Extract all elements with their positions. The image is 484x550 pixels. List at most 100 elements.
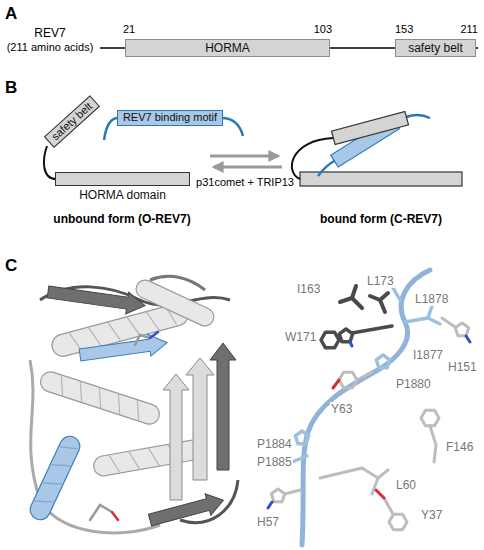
- residue-ring: [339, 372, 357, 388]
- residue-label: I163: [296, 282, 321, 296]
- residue-stick: [384, 498, 393, 514]
- panel-letter: B: [5, 78, 17, 98]
- residue-stick: [320, 468, 362, 478]
- residue-ring: [376, 355, 389, 368]
- oxygen-atom: [376, 490, 384, 498]
- residue-label: H151: [447, 360, 478, 374]
- residue-stick: [370, 296, 380, 300]
- chain-line: [292, 138, 333, 179]
- equilibrium-arrow: [210, 155, 278, 158]
- residue-stick: [292, 456, 307, 462]
- helix-ribbon: [133, 277, 217, 329]
- beta-strand: [163, 374, 189, 500]
- oxygen-atom: [112, 512, 118, 520]
- residue-label: F146: [445, 440, 474, 454]
- state-label: unbound form (O-REV7): [53, 212, 190, 226]
- residue-stick: [357, 372, 372, 380]
- helix-ribbon: [92, 439, 204, 478]
- oxygen-atom: [333, 380, 339, 388]
- residue-stick: [285, 490, 300, 494]
- peptide-helix: [27, 433, 83, 523]
- helix-ribbon: [38, 369, 162, 426]
- peptide-line: [222, 118, 243, 136]
- residue-label: H57: [256, 515, 280, 529]
- residue-label: L173: [366, 274, 395, 288]
- residue-ring: [389, 514, 407, 530]
- helix-ribbon: [27, 433, 83, 523]
- residue-stick: [380, 293, 388, 312]
- domain-box: safety belt: [395, 39, 476, 57]
- protein-name: REV7: [34, 26, 65, 40]
- domain-box: HORMA: [125, 39, 330, 57]
- residue-ring: [339, 329, 352, 342]
- residue-label: Y37: [420, 508, 443, 522]
- peptide-line: [104, 118, 118, 140]
- residue-stick: [352, 286, 356, 298]
- state-label: bound form (C-REV7): [320, 212, 442, 226]
- peptide-strand: [78, 332, 168, 366]
- beta-strand-dark: [210, 343, 236, 470]
- node-text: safety belt: [408, 41, 463, 55]
- residue-label: L60: [395, 478, 417, 492]
- beta-strand-dark: [147, 490, 226, 531]
- residue-number: 21: [123, 23, 135, 36]
- residue-label: W171: [284, 330, 317, 344]
- residue-ring: [271, 489, 284, 502]
- residue-label: P1884: [256, 437, 293, 451]
- residue-ring: [455, 323, 468, 336]
- residue-number: 211: [460, 23, 478, 36]
- helix-turns: [109, 443, 179, 475]
- equilibrium-arrow: [214, 166, 282, 169]
- domain-bar: [55, 172, 190, 186]
- peptide-line: [318, 160, 336, 176]
- protein-cartoon: [27, 276, 238, 533]
- nitrogen-atom: [350, 342, 352, 346]
- node-text: REV7 binding motif: [123, 111, 217, 124]
- strand-arrow: [147, 490, 226, 531]
- residue-stick: [352, 326, 392, 333]
- helix-turns: [33, 441, 79, 509]
- strand-arrow: [78, 332, 168, 366]
- residue-label: P1880: [395, 377, 432, 391]
- strand-arrow: [46, 281, 146, 316]
- protein-length: (211 amino acids): [7, 41, 94, 54]
- residue-number: 153: [395, 23, 413, 36]
- horma-domain-bar: HORMA domain: [55, 172, 190, 202]
- nitrogen-atom: [268, 502, 272, 508]
- binding-motif-box: REV7 binding motif: [117, 110, 223, 125]
- residue-stick: [430, 426, 436, 462]
- safety-belt-box: [331, 111, 408, 144]
- safety-belt-box: safety belt: [44, 96, 100, 149]
- nitrogen-atom: [466, 336, 470, 342]
- peptide-backbone: [302, 270, 430, 545]
- residue-ring: [321, 332, 339, 348]
- residue-stick: [428, 306, 432, 318]
- helix: [133, 277, 217, 329]
- residue-label: P1885: [256, 455, 293, 469]
- residue-stick: [378, 470, 388, 478]
- node-text: HORMA domain: [55, 188, 190, 202]
- panel-letter: A: [5, 4, 17, 24]
- helix-turns: [55, 375, 145, 421]
- residue-number: 103: [314, 23, 332, 36]
- horma-domain-bar: [300, 172, 462, 186]
- residue-label: Y63: [330, 402, 353, 416]
- node-text: safety belt: [49, 100, 95, 143]
- residue-label: I1877: [412, 348, 444, 362]
- binding-interface: [268, 270, 470, 545]
- beta-strand: [186, 358, 214, 480]
- safety-belt-rect: [331, 111, 408, 144]
- helix: [38, 369, 162, 426]
- residue-stick: [442, 318, 455, 327]
- residue-stick: [405, 318, 440, 324]
- side-chain: [90, 335, 150, 520]
- helix: [92, 439, 204, 478]
- residue-ring: [295, 431, 308, 444]
- node-text: HORMA: [205, 41, 250, 55]
- regulator-label: p31comet + TRIP13: [196, 176, 294, 189]
- residue-ring: [421, 410, 439, 426]
- nitrogen-atom: [150, 332, 158, 338]
- panel-letter: C: [5, 256, 17, 276]
